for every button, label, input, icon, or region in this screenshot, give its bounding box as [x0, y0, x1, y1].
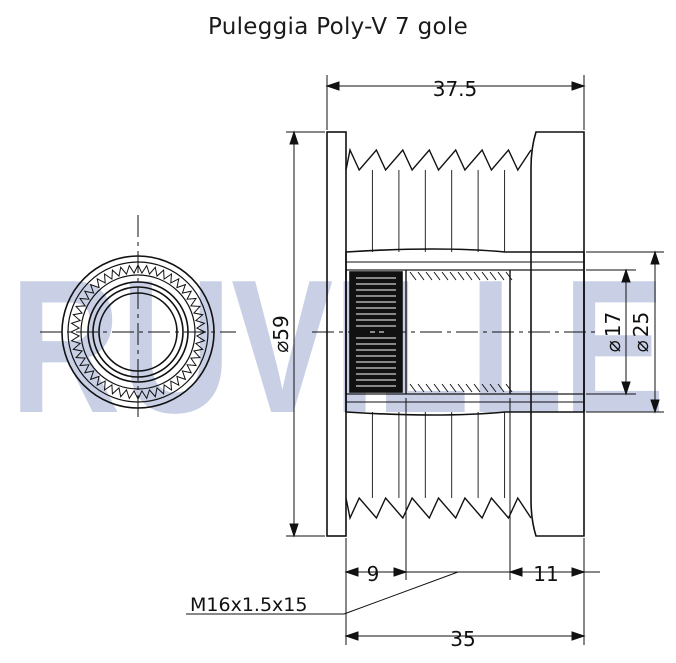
arrow — [289, 523, 299, 538]
dim-thread-spec: M16x1.5x15 — [190, 594, 307, 616]
thread-hatch — [417, 271, 425, 281]
dim-hub-diameter-label: ⌀ 25 — [629, 312, 653, 353]
arrow — [571, 81, 586, 91]
watermark-logo: RUVILLE — [10, 241, 665, 453]
thread-lines — [409, 271, 513, 393]
dim-bore-diameter: 17 — [601, 312, 625, 337]
dimension-lines — [186, 75, 664, 645]
thread-hatch — [465, 271, 473, 281]
thread-hatch — [473, 383, 481, 393]
thread-hatch — [489, 383, 497, 393]
arrow — [508, 567, 523, 577]
thread-hatch — [449, 383, 457, 393]
dim-overall-length: 37.5 — [433, 77, 478, 101]
top-grooves — [345, 147, 532, 172]
arrow — [621, 381, 631, 396]
thread-hatch — [497, 383, 505, 393]
thread-hatch — [481, 383, 489, 393]
dim-body-length: 35 — [450, 627, 475, 651]
arrow — [650, 250, 660, 265]
thread-hatch — [505, 271, 513, 281]
arrow — [571, 567, 586, 577]
leader-line — [343, 571, 459, 615]
arrow — [344, 567, 359, 577]
arrow — [571, 631, 586, 641]
dim-outer-diameter-label: ⌀59 — [269, 315, 293, 353]
thread-hatch — [465, 383, 473, 393]
thread-hatch — [449, 271, 457, 281]
dim-thread-length: 9 — [367, 562, 380, 586]
diameter-symbol: ⌀ — [629, 340, 653, 352]
arrow — [650, 399, 660, 414]
svg-text:⌀17: ⌀ 17 — [601, 312, 625, 353]
diagram-title: Puleggia Poly-V 7 gole — [207, 14, 469, 40]
thread-hatch — [433, 383, 441, 393]
thread-hatch — [457, 383, 465, 393]
groove-lines — [345, 170, 532, 498]
bottom-grooves — [345, 496, 532, 521]
right-flange — [530, 131, 585, 537]
dim-hub-diameter: 25 — [629, 312, 653, 337]
thread-hatch — [505, 383, 513, 393]
front-view — [40, 215, 236, 420]
svg-text:⌀59: ⌀59 — [269, 315, 293, 353]
svg-text:⌀25: ⌀ 25 — [629, 312, 653, 353]
thread-hatch — [473, 271, 481, 281]
arrow — [621, 268, 631, 283]
hub-outline — [345, 248, 585, 416]
thread-hatch — [425, 383, 433, 393]
thread-hatch — [497, 271, 505, 281]
thread-hatch — [457, 271, 465, 281]
dim-end-length: 11 — [533, 562, 558, 586]
thread-hatch — [441, 271, 449, 281]
thread-hatch — [433, 271, 441, 281]
thread-hatch — [441, 383, 449, 393]
thread-hatch — [409, 383, 417, 393]
arrow — [393, 567, 408, 577]
arrow — [325, 81, 340, 91]
dim-outer-diameter: 59 — [269, 315, 293, 340]
thread-hatch — [481, 271, 489, 281]
arrow — [344, 631, 359, 641]
side-section-view — [312, 131, 600, 537]
thread-hatch — [489, 271, 497, 281]
diameter-symbol: ⌀ — [269, 341, 293, 353]
thread-hatch — [409, 271, 417, 281]
thread-hatch — [417, 383, 425, 393]
thread-hatch — [425, 271, 433, 281]
dim-bore-diameter-label: ⌀ 17 — [601, 312, 625, 353]
arrow — [289, 130, 299, 145]
diameter-symbol: ⌀ — [601, 340, 625, 352]
